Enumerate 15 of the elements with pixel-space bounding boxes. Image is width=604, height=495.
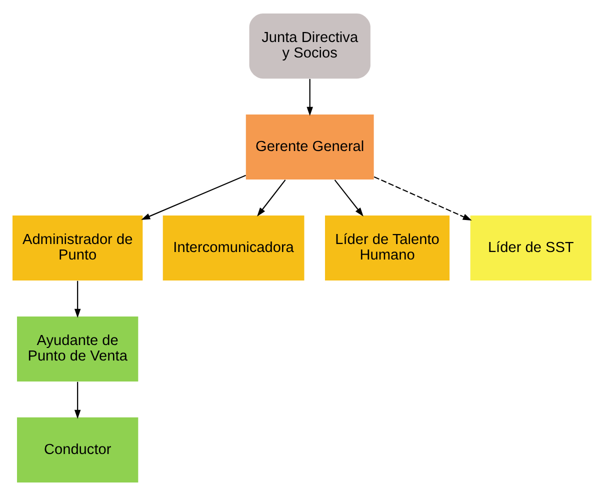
arrow [141, 174, 246, 220]
arrow [257, 179, 286, 216]
node-box: Ayudante de Punto de Venta [17, 316, 138, 382]
arrow [374, 176, 472, 220]
node-box: Líder de Talento Humano [325, 214, 450, 280]
node-box: Administrador de Punto [12, 214, 143, 280]
arrow [306, 78, 313, 116]
node-box: Conductor [17, 416, 138, 482]
arrow [74, 280, 81, 318]
node-box: Líder de SST [470, 214, 592, 280]
arrow [334, 179, 364, 216]
node-box: Junta Directiva y Socios [249, 13, 370, 78]
node-box: Gerente General [246, 114, 374, 180]
node-box: Intercomunicadora [162, 214, 304, 280]
arrow [74, 381, 81, 418]
